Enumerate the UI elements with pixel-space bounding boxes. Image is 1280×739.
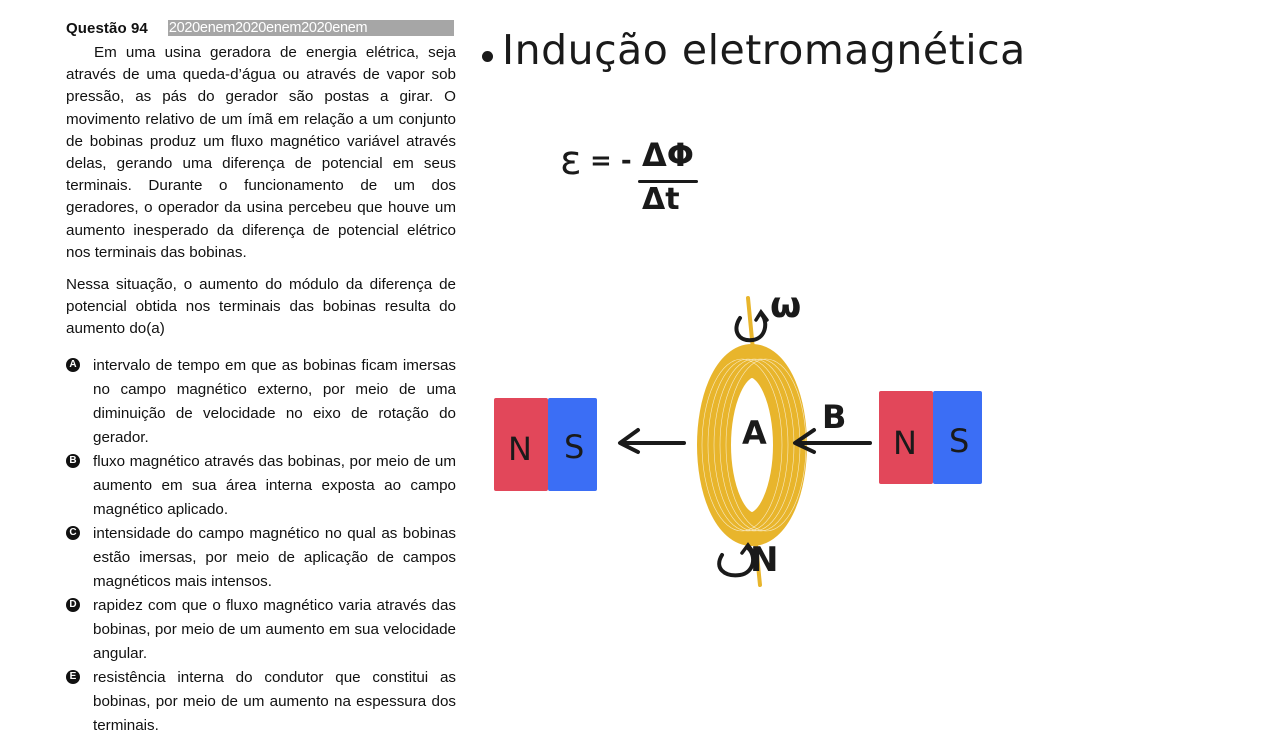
induction-diagram: [494, 296, 982, 587]
right-magnet-south: S: [949, 422, 970, 460]
formula-emf-symbol: ε: [560, 138, 582, 184]
left-magnet-north: N: [508, 430, 532, 468]
option-letter-d: D: [66, 597, 80, 612]
field-label: B: [822, 398, 847, 436]
coil-area-label: A: [742, 414, 767, 452]
option-text-c: intensidade do campo magnético no qual a…: [93, 524, 456, 590]
option-d[interactable]: D rapidez com que o fluxo magnético vari…: [66, 595, 456, 666]
option-text-e: resistência interna do condutor que cons…: [93, 668, 456, 734]
rotation-arrow-icon: [734, 313, 768, 343]
option-c[interactable]: C intensidade do campo magnético no qual…: [66, 523, 456, 594]
option-letter-e: E: [66, 669, 80, 684]
right-magnet-north: N: [893, 424, 917, 462]
question-header: Questão 94 2020enem2020enem2020enem: [66, 17, 456, 39]
board-heading: Indução eletromagnética: [502, 26, 1026, 74]
left-magnet-south: S: [564, 428, 585, 466]
option-text-b: fluxo magnético através das bobinas, por…: [93, 452, 456, 518]
answer-options: A intervalo de tempo em que as bobinas f…: [66, 355, 456, 738]
formula-numerator: ΔΦ: [642, 136, 694, 174]
question-prompt: Nessa situação, o aumento do módulo da d…: [66, 276, 456, 338]
question-title: Questão 94: [66, 19, 148, 37]
emf-formula: ε = - ΔΦ Δt: [560, 136, 700, 228]
omega-label: ω: [770, 285, 802, 326]
option-letter-a: A: [66, 357, 80, 372]
question-stem: Em uma usina geradora de energia elétric…: [66, 44, 456, 261]
option-a[interactable]: A intervalo de tempo em que as bobinas f…: [66, 355, 456, 450]
formula-equals: = -: [590, 146, 632, 176]
option-letter-b: B: [66, 453, 80, 468]
whiteboard: Indução eletromagnética ε = - ΔΦ Δt: [470, 0, 1280, 720]
option-text-a: intervalo de tempo em que as bobinas fic…: [93, 356, 456, 446]
watermark: 2020enem2020enem2020enem: [167, 20, 454, 36]
option-letter-c: C: [66, 525, 80, 540]
option-b[interactable]: B fluxo magnético através das bobinas, p…: [66, 451, 456, 522]
option-e[interactable]: E resistência interna do condutor que co…: [66, 667, 456, 738]
option-text-d: rapidez com que o fluxo magnético varia …: [93, 596, 456, 662]
bullet-dot-icon: [482, 51, 493, 62]
turns-label: N: [750, 540, 779, 580]
fraction-bar: [638, 180, 698, 183]
formula-denominator: Δt: [642, 182, 680, 217]
question-panel: Questão 94 2020enem2020enem2020enem Em u…: [66, 17, 456, 739]
